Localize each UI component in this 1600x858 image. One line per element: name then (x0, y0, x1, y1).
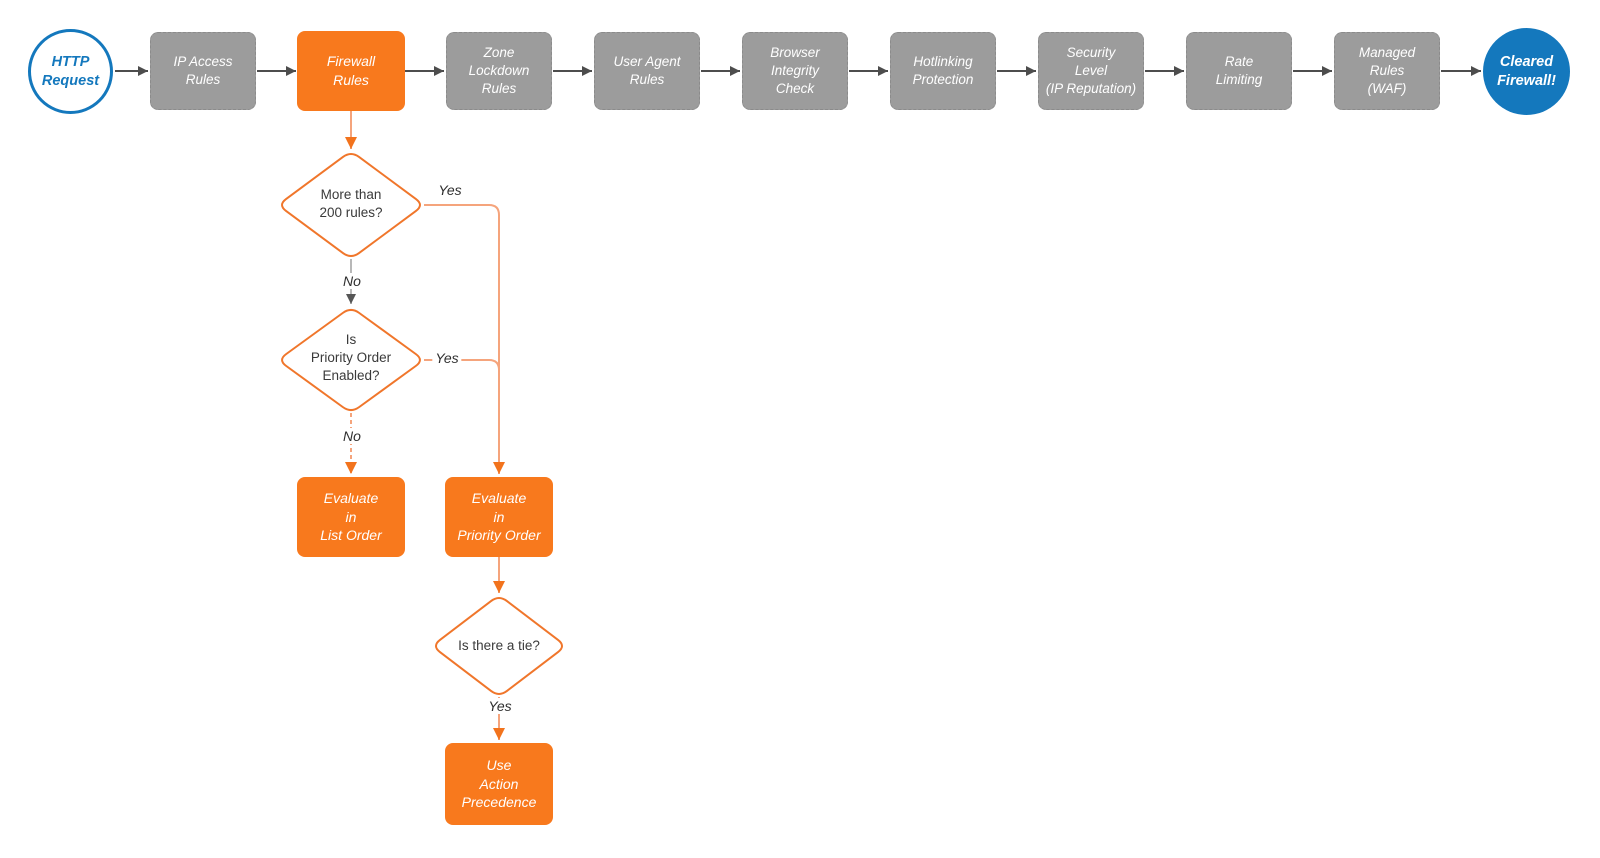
pipeline-box-hotlinking-protection: Hotlinking Protection (890, 32, 996, 110)
pipeline-box-browser-integrity-check: Browser Integrity Check (742, 32, 848, 110)
edge-label-yes-2: Yes (432, 350, 462, 366)
end-node-cleared-firewall: Cleared Firewall! (1483, 28, 1570, 115)
decision-is-there-a-tie-label: Is there a tie? (458, 638, 540, 653)
pipeline-box-ip-access-rules: IP Access Rules (150, 32, 256, 110)
connector-decision2-yes (424, 359, 500, 373)
pipeline-box-firewall-rules: Firewall Rules (297, 31, 405, 111)
decision-more-than-200-rules-shape (281, 152, 421, 258)
edge-label-yes-3: Yes (485, 698, 515, 714)
decision-is-there-a-tie-shape (434, 597, 564, 695)
pipeline-box-user-agent-rules: User Agent Rules (594, 32, 700, 110)
start-node-http-request: HTTP Request (28, 29, 113, 114)
pipeline-box-managed-rules-waf: Managed Rules (WAF) (1334, 32, 1440, 110)
edge-label-no-2: No (340, 428, 364, 444)
pipeline-box-security-level: Security Level (IP Reputation) (1038, 32, 1144, 110)
action-box-evaluate-in-list-order: Evaluate in List Order (297, 477, 405, 557)
pipeline-box-zone-lockdown-rules: Zone Lockdown Rules (446, 32, 552, 110)
action-box-evaluate-in-priority-order: Evaluate in Priority Order (445, 477, 553, 557)
pipeline-box-rate-limiting: Rate Limiting (1186, 32, 1292, 110)
decision-more-than-200-rules-label: More than 200 rules? (319, 187, 383, 221)
connector-decision1-yes (424, 204, 505, 474)
action-box-use-action-precedence: Use Action Precedence (445, 743, 553, 825)
edge-label-yes-1: Yes (435, 182, 465, 198)
decision-priority-order-enabled-shape (281, 308, 421, 412)
decision-priority-order-enabled-label: Is Priority Order Enabled? (310, 332, 392, 384)
edge-label-no-1: No (340, 273, 364, 289)
